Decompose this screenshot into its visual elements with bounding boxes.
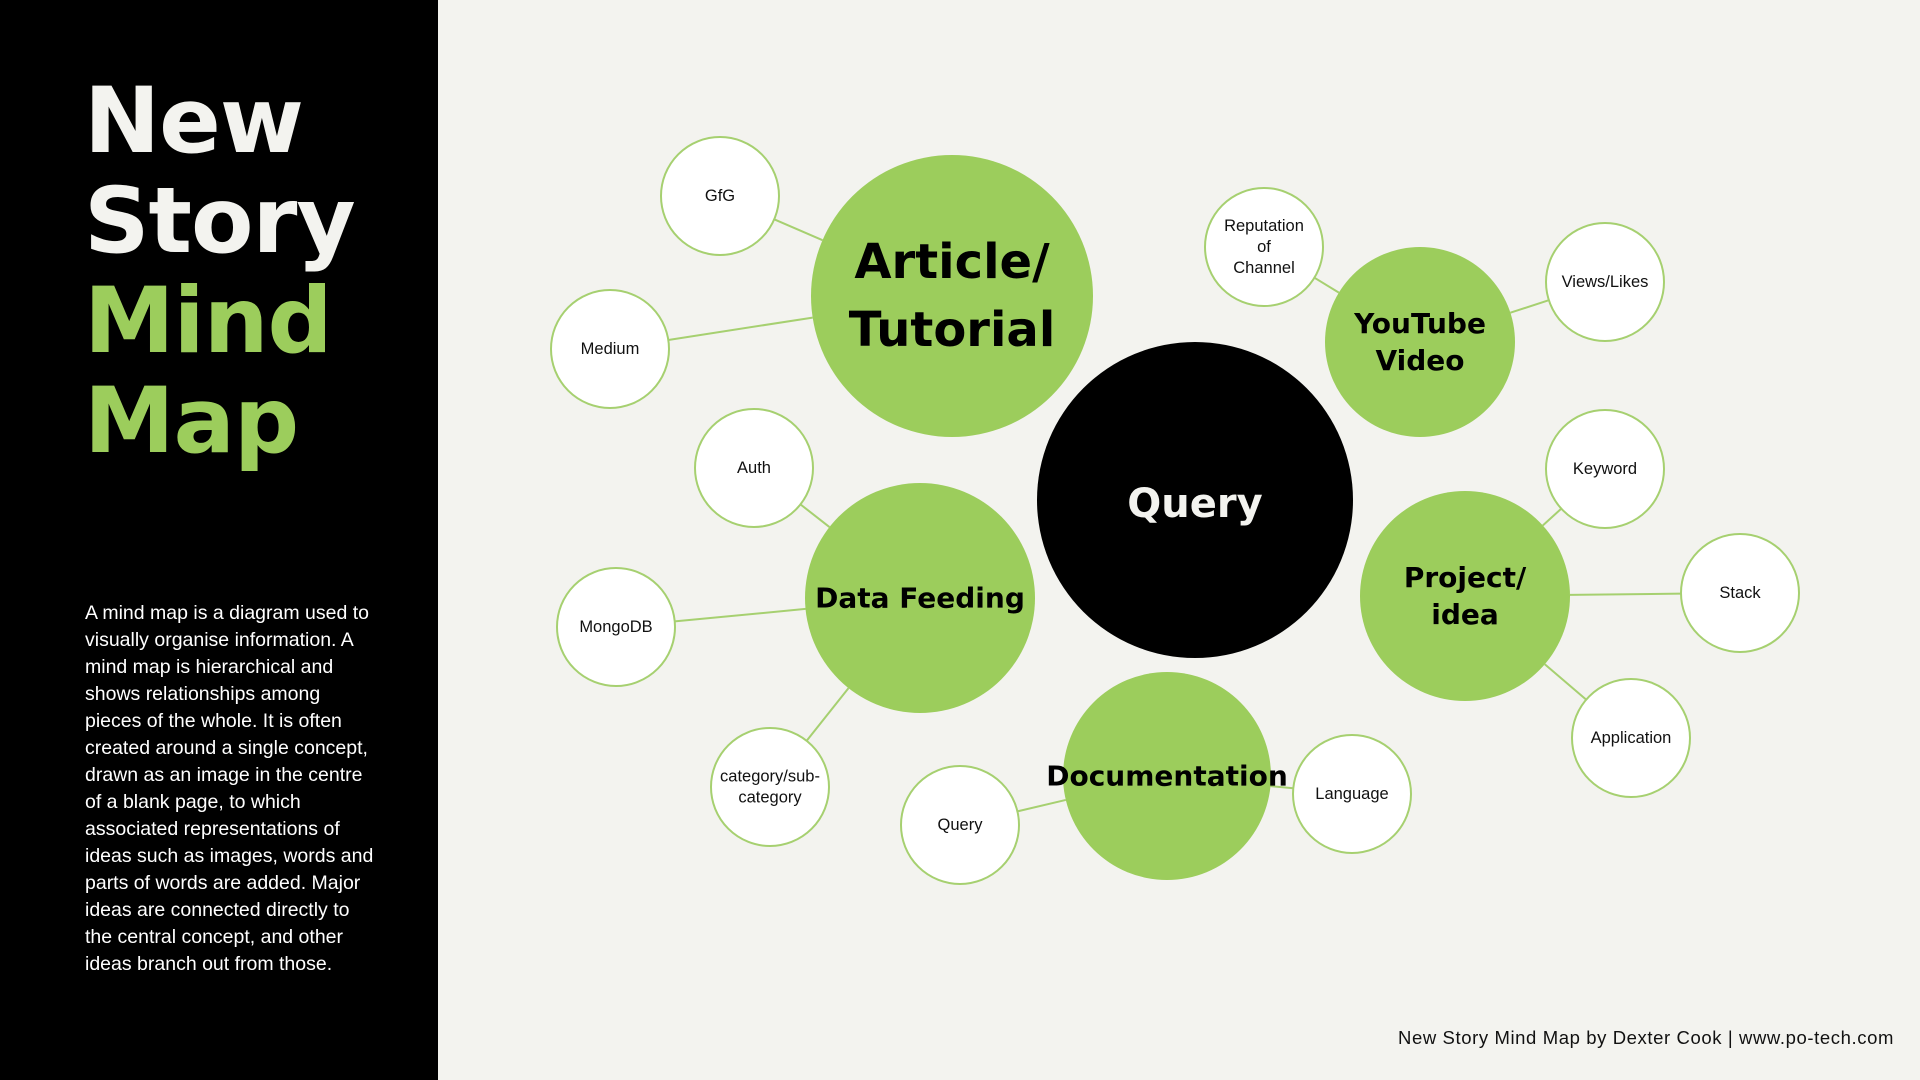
leaf-circle [1545,409,1665,529]
youtube-leaf-2-connector [1510,299,1550,314]
documentation-leaf-node-2: Language [1292,734,1412,854]
article-branch-node: Article/Tutorial [811,155,1093,437]
documentation-branch-node: Documentation [1046,672,1288,880]
datafeeding-leaf-3-label-line-2: category [738,789,802,807]
article-leaf-2-label-line-1: Medium [581,340,640,358]
youtube-leaf-1-connector [1313,276,1340,294]
leaf-circle [1292,734,1412,854]
article-leaf-1-label-line-1: GfG [705,187,735,205]
project-branch-label-line-2: idea [1431,598,1499,631]
documentation-leaf-1-connector [1017,798,1067,813]
youtube-leaf-1-label-line-2: of [1257,238,1271,256]
center-node: Query [1037,342,1353,658]
article-leaf-2-connector [668,316,813,341]
article-leaf-node-2: Medium [550,289,670,409]
documentation-leaf-2-label-line-1: Language [1315,785,1388,803]
datafeeding-leaf-1-label-line-1: Auth [737,459,771,477]
leaf-circle [660,136,780,256]
project-leaf-node-1: Keyword [1545,409,1665,529]
article-branch-label-line-2: Tutorial [849,302,1056,358]
project-leaf-3-label-line-1: Application [1591,729,1672,747]
branch-circle [1063,672,1271,880]
datafeeding-branch-node: Data Feeding [805,483,1035,713]
project-leaf-3-connector [1544,663,1587,701]
project-branch-node: Project/idea [1360,491,1570,701]
project-leaf-1-label-line-1: Keyword [1573,460,1637,478]
project-branch-label-line-1: Project/ [1404,561,1527,594]
title-line-2: Story [84,169,356,274]
leaf-circle [1545,222,1665,342]
youtube-leaf-1-label-line-3: Channel [1233,259,1294,277]
page-title: New Story Mind Map [84,69,356,474]
project-leaf-2-connector [1569,592,1682,596]
datafeeding-leaf-2-label-line-1: MongoDB [579,618,652,636]
leaf-circle [710,727,830,847]
article-branch-label-line-1: Article/ [854,234,1050,290]
datafeeding-leaf-2-connector [674,607,806,623]
leaf-circle [694,408,814,528]
youtube-branch-label-line-2: Video [1375,344,1464,377]
branch-circle [1325,247,1515,437]
datafeeding-leaf-1-connector [799,503,831,528]
leaf-circle [556,567,676,687]
sidebar: New Story Mind Map A mind map is a diagr… [0,0,438,1080]
youtube-leaf-node-2: Views/Likes [1545,222,1665,342]
branch-circle [805,483,1035,713]
datafeeding-leaf-node-3: category/sub-category [710,727,830,847]
leaf-circle [1204,187,1324,307]
youtube-leaf-1-label-line-1: Reputation [1224,217,1304,235]
title-line-1: New [84,69,304,174]
datafeeding-leaf-node-2: MongoDB [556,567,676,687]
datafeeding-leaf-3-label-line-1: category/sub- [720,768,820,786]
datafeeding-leaf-node-1: Auth [694,408,814,528]
project-leaf-2-label-line-1: Stack [1719,584,1761,602]
description-text: A mind map is a diagram used to visually… [85,602,374,975]
documentation-leaf-2-connector [1270,785,1294,790]
youtube-branch-label-line-1: YouTube [1353,307,1486,340]
datafeeding-leaf-3-connector [805,687,850,742]
leaf-circle [900,765,1020,885]
branch-circle [1360,491,1570,701]
article-leaf-1-connector [773,218,823,242]
center-circle [1037,342,1353,658]
mind-map-diagram: GfG Medium Reputation ofChannelViews/LikesK… [550,136,1800,885]
documentation-leaf-1-label-line-1: Query [938,816,984,834]
branch-circle [811,155,1093,437]
leaf-circle [1571,678,1691,798]
youtube-leaf-2-label-line-1: Views/Likes [1562,273,1649,291]
datafeeding-branch-label-line-1: Data Feeding [815,582,1025,615]
project-leaf-node-3: Application [1571,678,1691,798]
footer-credit: New Story Mind Map by Dexter Cook | www.… [1397,1027,1894,1048]
project-leaf-node-2: Stack [1680,533,1800,653]
center-label: Query [1127,481,1262,527]
article-leaf-node-1: GfG [660,136,780,256]
leaf-circle [1680,533,1800,653]
title-line-3: Mind [84,269,333,374]
title-line-4: Map [84,369,299,474]
documentation-leaf-node-1: Query [900,765,1020,885]
leaf-circle [550,289,670,409]
project-leaf-1-connector [1542,507,1562,527]
documentation-branch-label-line-1: Documentation [1046,760,1288,793]
